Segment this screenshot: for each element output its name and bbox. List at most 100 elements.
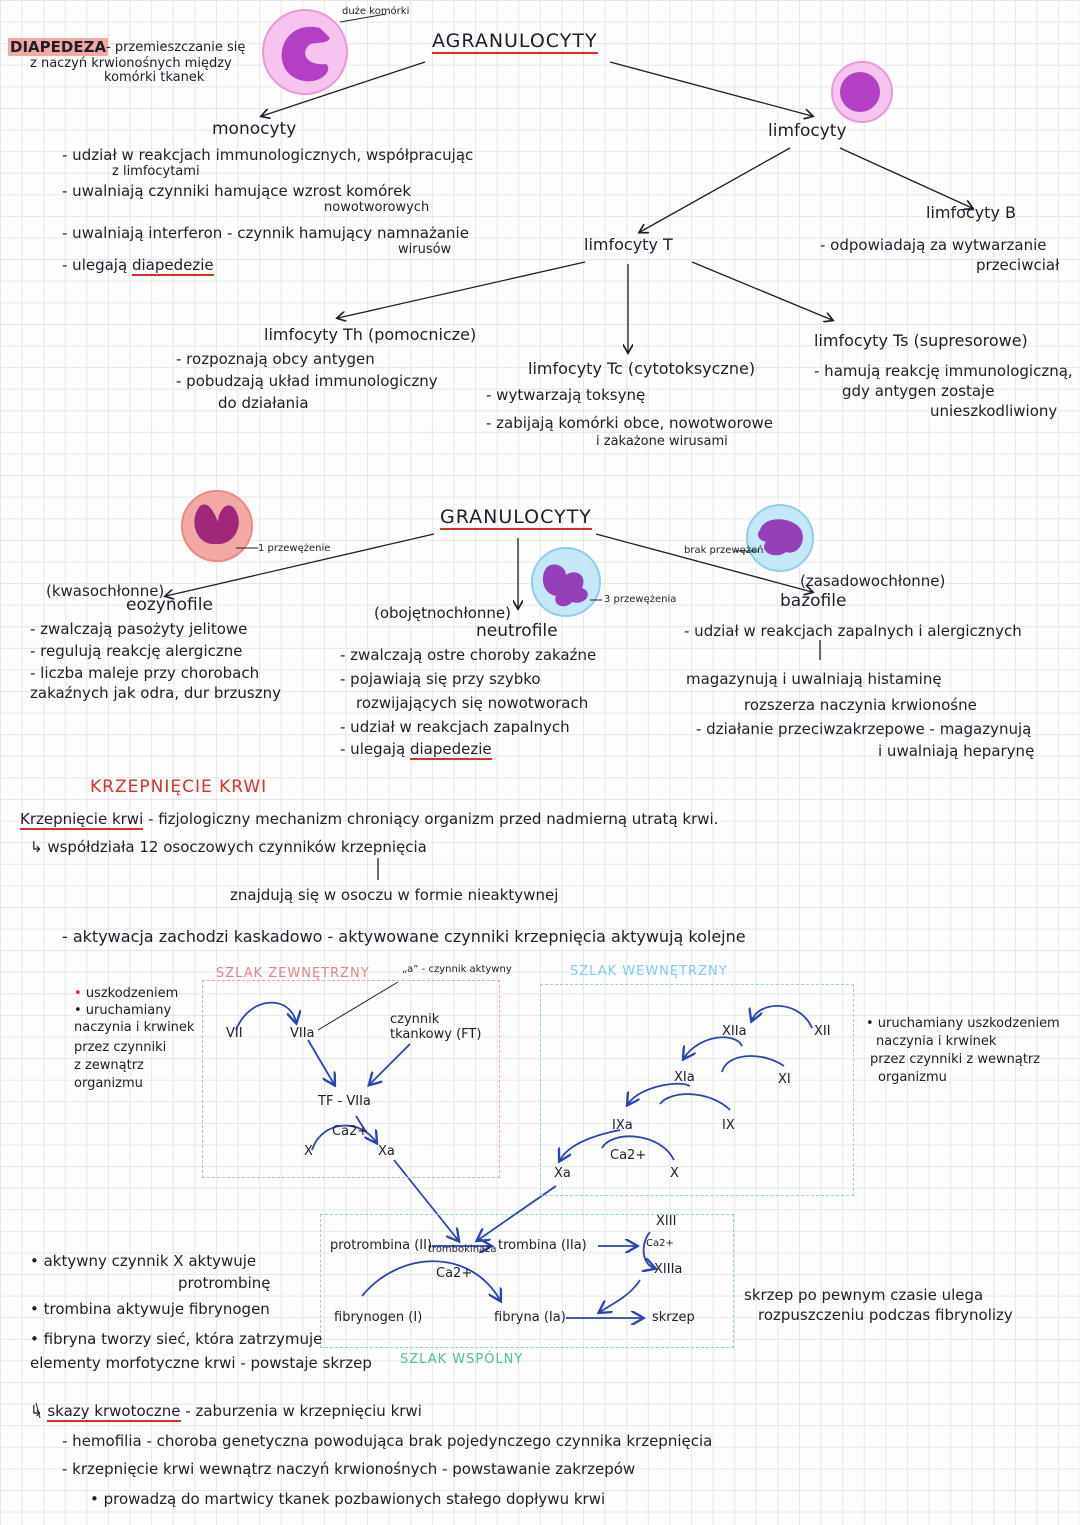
neu-note: 3 przewężenia bbox=[604, 594, 677, 605]
eo-item-1: - zwalczają pasożyty jelitowe bbox=[30, 620, 248, 638]
factor-protrombina: protrombina (II) bbox=[330, 1238, 433, 1253]
krzepniecie-title: KRZEPNIĘCIE KRWI bbox=[90, 777, 268, 797]
monocyty-item-6: wirusów bbox=[398, 242, 452, 257]
diapedeza-term: DIAPEDEZA bbox=[8, 38, 109, 56]
bullet-1b: protrombinę bbox=[178, 1274, 271, 1292]
factor-XIIa: XIIa bbox=[722, 1024, 747, 1039]
diapedeza-def-1: - przemieszczanie się bbox=[106, 40, 246, 55]
wewn-label: SZLAK WEWNĘTRZNY bbox=[570, 964, 728, 979]
factor-FT: czynnik tkankowy (FT) bbox=[390, 1012, 482, 1042]
baso-title: bazofile bbox=[780, 591, 847, 611]
basophil-cell-icon bbox=[746, 504, 814, 572]
factor-Ca-3: Ca2+ bbox=[646, 1238, 674, 1249]
limfocyty-b-item-1: - odpowiadają za wytwarzanie bbox=[820, 236, 1047, 254]
zewn-note-1: • uszkodzeniem bbox=[74, 986, 179, 1001]
bullet-2: • trombina aktywuje fibrynogen bbox=[30, 1300, 270, 1318]
eo-type: (kwasochłonne) bbox=[46, 582, 165, 600]
bullet-3: • fibryna tworzy sieć, która zatrzymuje bbox=[30, 1330, 323, 1348]
skazy-line: ↳ skazy krwotoczne - zaburzenia w krzepn… bbox=[30, 1402, 422, 1422]
ts-title: limfocyty Ts (supresorowe) bbox=[814, 331, 1028, 350]
diapedeza-def-3: komórki tkanek bbox=[104, 70, 205, 85]
factor-Ca-1: Ca2+ bbox=[332, 1124, 369, 1139]
zewn-note-4: przez czynniki bbox=[74, 1040, 167, 1055]
intrinsic-pathway-box bbox=[540, 984, 854, 1196]
neu-item-4: - udział w reakcjach zapalnych bbox=[340, 718, 570, 736]
factor-Xa-1: Xa bbox=[378, 1144, 395, 1159]
factor-Ca-4: Ca2+ bbox=[436, 1266, 473, 1281]
factor-TFVIIa: TF - VIIa bbox=[318, 1094, 371, 1109]
monocyty-item-1: - udział w reakcjach immunologicznych, w… bbox=[62, 146, 474, 164]
baso-item-1: - udział w reakcjach zapalnych i alergic… bbox=[684, 622, 1022, 640]
factor-XII: XII bbox=[814, 1024, 831, 1039]
factor-trombina: trombina (IIa) bbox=[498, 1238, 587, 1253]
extrinsic-pathway-box bbox=[202, 980, 500, 1178]
skazy-item-3: • prowadzą do martwicy tkanek pozbawiony… bbox=[90, 1490, 606, 1508]
factor-XI: XI bbox=[778, 1072, 791, 1087]
monocyty-title: monocyty bbox=[212, 119, 297, 139]
th-item-3: do działania bbox=[218, 394, 309, 412]
eo-item-4: zakaźnych jak odra, dur brzuszny bbox=[30, 684, 281, 702]
baso-note: brak przewężeń bbox=[684, 545, 764, 556]
monocyty-item-3: - uwalniają czynniki hamujące wzrost kom… bbox=[62, 182, 412, 200]
neu-type: (obojętnochłonne) bbox=[374, 604, 511, 622]
wewn-note-1: • uruchamiany uszkodzeniem bbox=[866, 1016, 1060, 1031]
factor-X-1: X bbox=[304, 1144, 313, 1159]
neu-item-5: - ulegają diapedezie bbox=[340, 740, 492, 760]
monocyte-cell-icon bbox=[262, 9, 348, 95]
krzepniecie-kaskada: - aktywacja zachodzi kaskadowo - aktywow… bbox=[62, 927, 746, 946]
ts-item-1: - hamują reakcję immunologiczną, bbox=[814, 362, 1073, 380]
skrzep-note-1: skrzep po pewnym czasie ulega bbox=[744, 1286, 984, 1304]
tc-item-3: i zakażone wirusami bbox=[596, 434, 728, 449]
limfocyty-b-title: limfocyty B bbox=[926, 203, 1016, 222]
limfocyty-title: limfocyty bbox=[768, 121, 847, 141]
ts-item-3: unieszkodliwiony bbox=[930, 402, 1058, 420]
neu-item-3: rozwijających się nowotworach bbox=[356, 694, 589, 712]
bullet-1: • aktywny czynnik X aktywuje bbox=[30, 1252, 257, 1270]
common-pathway-box bbox=[320, 1214, 734, 1348]
eo-item-3: - liczba maleje przy chorobach bbox=[30, 664, 260, 682]
limfocyty-b-item-2: przeciwciał bbox=[976, 256, 1060, 274]
factor-VIIa: VIIa bbox=[290, 1026, 315, 1041]
tc-item-1: - wytwarzają toksynę bbox=[486, 386, 646, 404]
eo-item-2: - regulują reakcję alergiczne bbox=[30, 642, 243, 660]
zewn-note-5: z zewnątrz bbox=[74, 1058, 144, 1073]
baso-type: (zasadowochłonne) bbox=[800, 572, 946, 590]
neu-title: neutrofile bbox=[476, 621, 558, 641]
monocyty-item-4: nowotworowych bbox=[324, 200, 430, 215]
factor-fibryna: fibryna (Ia) bbox=[494, 1310, 566, 1325]
baso-item-5: i uwalniają heparynę bbox=[878, 742, 1035, 760]
factor-fibrynogen: fibrynogen (I) bbox=[334, 1310, 423, 1325]
limfocyty-t-title: limfocyty T bbox=[584, 235, 673, 254]
tc-title: limfocyty Tc (cytotoksyczne) bbox=[528, 359, 756, 378]
wewn-note-3: przez czynniki z wewnątrz bbox=[870, 1052, 1041, 1067]
factor-skrzep: skrzep bbox=[652, 1310, 695, 1325]
factor-Xa-2: Xa bbox=[554, 1166, 571, 1181]
monocyty-item-5: - uwalniają interferon - czynnik hamując… bbox=[62, 224, 469, 242]
diapedeza-def-2: z naczyń krwionośnych między bbox=[30, 56, 232, 71]
monocyty-item-2: z limfocytami bbox=[112, 164, 200, 179]
th-item-2: - pobudzają układ immunologiczny bbox=[176, 372, 438, 390]
zewn-note-6: organizmu bbox=[74, 1076, 143, 1091]
skazy-item-2: - krzepnięcie krwi wewnątrz naczyń krwio… bbox=[62, 1460, 636, 1478]
factor-VII: VII bbox=[226, 1026, 243, 1041]
lymphocyte-cell-icon bbox=[831, 61, 893, 123]
a-note: „a” - czynnik aktywny bbox=[402, 964, 512, 975]
skrzep-note-2: rozpuszczeniu podczas fibrynolizy bbox=[758, 1306, 1013, 1324]
factor-XIa: XIa bbox=[674, 1070, 695, 1085]
factor-XIIIa: XIIIa bbox=[654, 1262, 683, 1277]
granulocyty-title: GRANULOCYTY bbox=[440, 506, 592, 530]
skazy-item-1: - hemofilia - choroba genetyczna powoduj… bbox=[62, 1432, 713, 1450]
neutrophil-cell-icon bbox=[531, 547, 601, 617]
bullet-3b: elementy morfotyczne krwi - powstaje skr… bbox=[30, 1354, 372, 1372]
factor-IXa: IXa bbox=[612, 1118, 633, 1133]
neu-item-1: - zwalczają ostre choroby zakaźne bbox=[340, 646, 597, 664]
factor-XIII: XIII bbox=[656, 1214, 677, 1229]
factor-IX: IX bbox=[722, 1118, 735, 1133]
factor-trombokinaza: trombokinaza bbox=[428, 1244, 497, 1255]
agranulocyty-title: AGRANULOCYTY bbox=[432, 30, 598, 54]
eo-note: 1 przewężenie bbox=[258, 543, 331, 554]
krzepniecie-znajduja: znajdują się w osoczu w formie nieaktywn… bbox=[230, 886, 559, 904]
baso-item-3: rozszerza naczynia krwionośne bbox=[744, 696, 977, 714]
zewn-label: SZLAK ZEWNĘTRZNY bbox=[216, 966, 370, 981]
